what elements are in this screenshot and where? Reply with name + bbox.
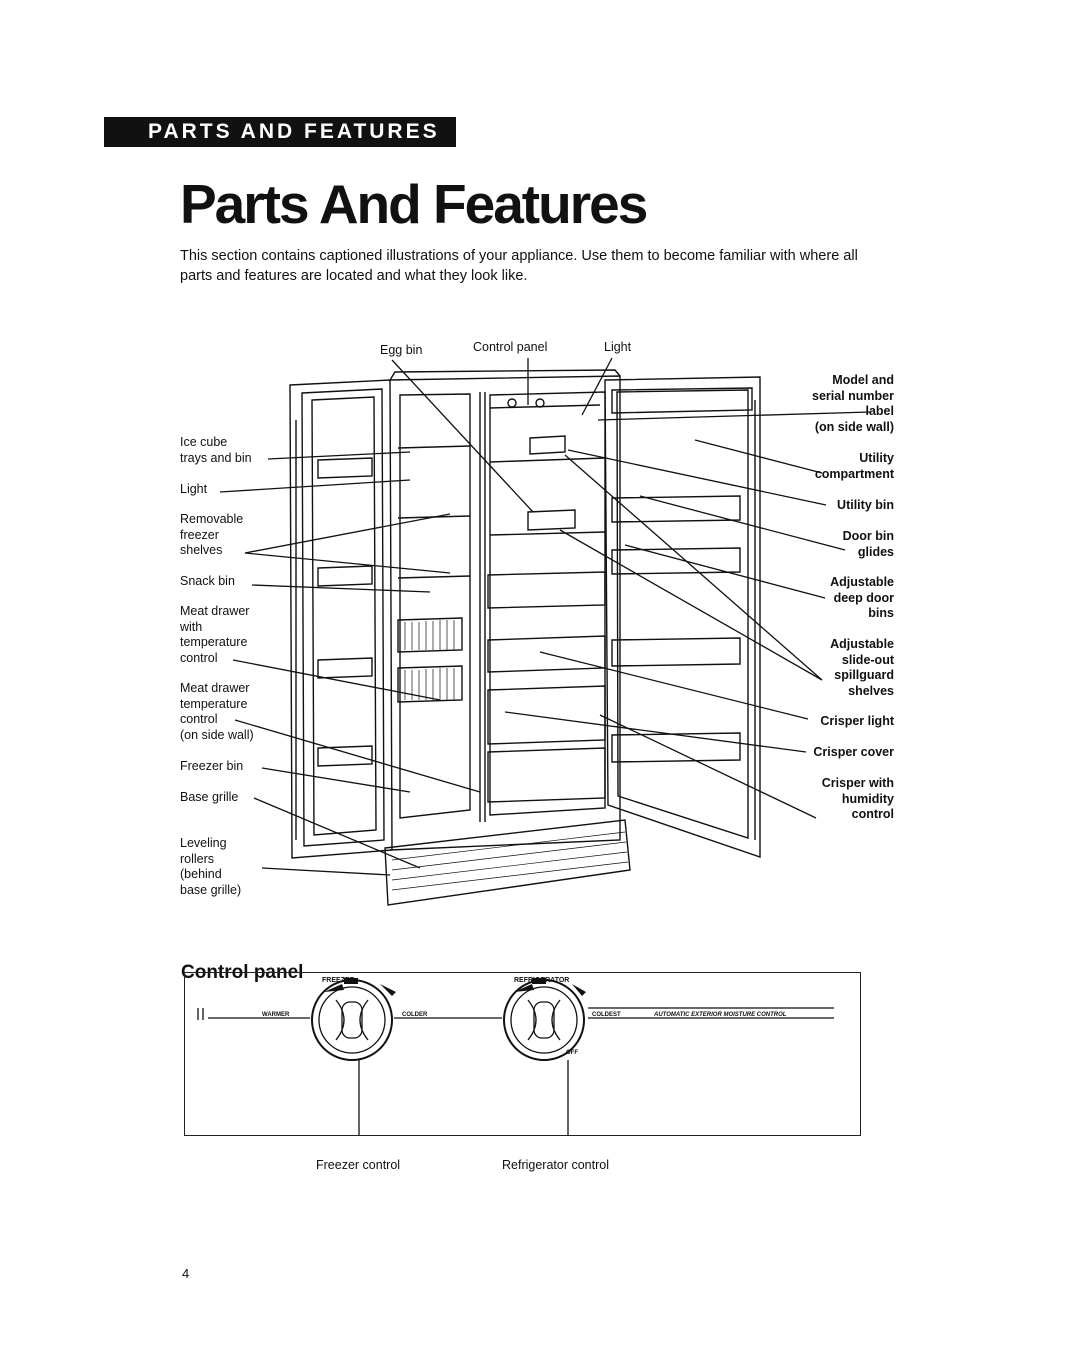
label-crisper-light: Crisper light bbox=[820, 714, 894, 728]
section-header-text: PARTS AND FEATURES bbox=[148, 120, 440, 143]
page-title: Parts And Features bbox=[180, 173, 648, 235]
warmer-label: WARMER bbox=[262, 1012, 290, 1018]
page-number: 4 bbox=[182, 1266, 190, 1281]
label-light-top: Light bbox=[604, 340, 632, 354]
refrigerator-control-caption: Refrigerator control bbox=[502, 1158, 609, 1172]
coldest-label: COLDEST bbox=[592, 1012, 621, 1018]
label-ice-cube-trays: Ice cube trays and bin bbox=[180, 435, 252, 465]
label-utility-bin: Utility bin bbox=[837, 498, 894, 512]
refrigerator-illustration bbox=[219, 357, 871, 906]
off-label: OFF bbox=[566, 1050, 578, 1056]
label-deep-door-bins: Adjustable deep door bins bbox=[830, 575, 894, 620]
label-utility-compartment: Utility compartment bbox=[814, 451, 894, 481]
intro-paragraph: This section contains captioned illustra… bbox=[180, 248, 858, 284]
label-egg-bin: Egg bin bbox=[380, 343, 423, 357]
control-panel-illustration: FREEZER REFRIGERATOR WARMER COLDER COLDE… bbox=[197, 977, 834, 1135]
label-control-panel: Control panel bbox=[473, 340, 548, 354]
colder-label: COLDER bbox=[402, 1012, 428, 1018]
label-removable-shelves: Removable freezer shelves bbox=[180, 512, 244, 557]
label-snack-bin: Snack bin bbox=[180, 574, 235, 588]
freezer-control-caption: Freezer control bbox=[316, 1158, 401, 1172]
label-crisper-cover: Crisper cover bbox=[813, 745, 894, 759]
moisture-control-label: AUTOMATIC EXTERIOR MOISTURE CONTROL bbox=[653, 1012, 787, 1018]
label-door-bin-glides: Door bin glides bbox=[842, 529, 894, 559]
label-crisper-humidity: Crisper with humidity control bbox=[821, 776, 894, 821]
label-light-left: Light bbox=[180, 482, 208, 496]
refrigerator-dial-title: REFRIGERATOR bbox=[514, 977, 569, 984]
label-spillguard-shelves: Adjustable slide-out spillguard shelves bbox=[830, 637, 894, 698]
freezer-dial-title: FREEZER bbox=[322, 977, 355, 984]
label-meat-drawer-control: Meat drawer temperature control (on side… bbox=[180, 681, 254, 742]
label-base-grille: Base grille bbox=[180, 790, 239, 804]
label-leveling-rollers: Leveling rollers (behind base grille) bbox=[180, 836, 242, 897]
control-panel-frame bbox=[184, 972, 861, 1136]
label-model-serial: Model and serial number label (on side w… bbox=[812, 373, 894, 434]
label-meat-drawer: Meat drawer with temperature control bbox=[180, 604, 250, 665]
section-header-bar: PARTS AND FEATURES bbox=[104, 117, 456, 147]
label-freezer-bin: Freezer bin bbox=[180, 759, 244, 773]
